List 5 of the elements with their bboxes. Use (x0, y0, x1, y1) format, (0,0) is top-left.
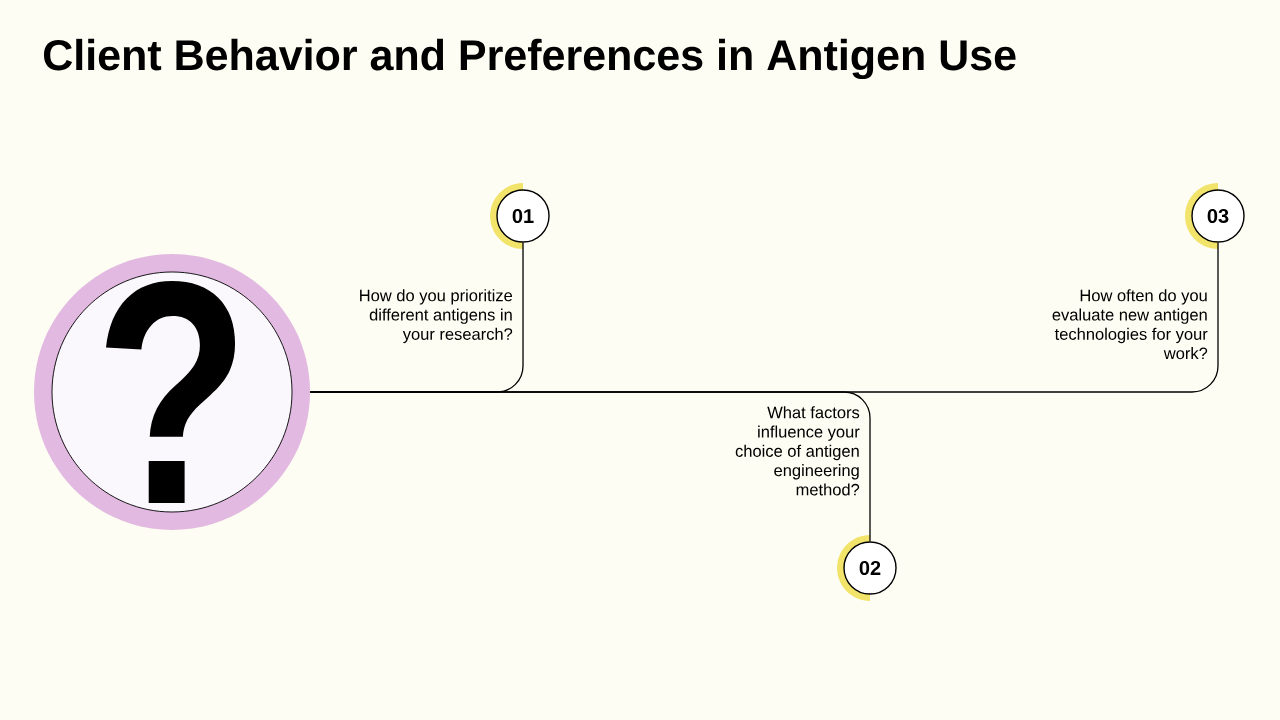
question-text: What factors influence your choice of antigen engineering method? (735, 406, 860, 496)
connector-line (309, 242, 1219, 393)
question-text: How do you prioritize different antigens in your research? (360, 289, 513, 344)
question-text: How often do you evaluate new antigen technologies for your work? (1052, 289, 1208, 360)
title: Client Behavior and Preferences in Antigen Use (43, 38, 1016, 80)
